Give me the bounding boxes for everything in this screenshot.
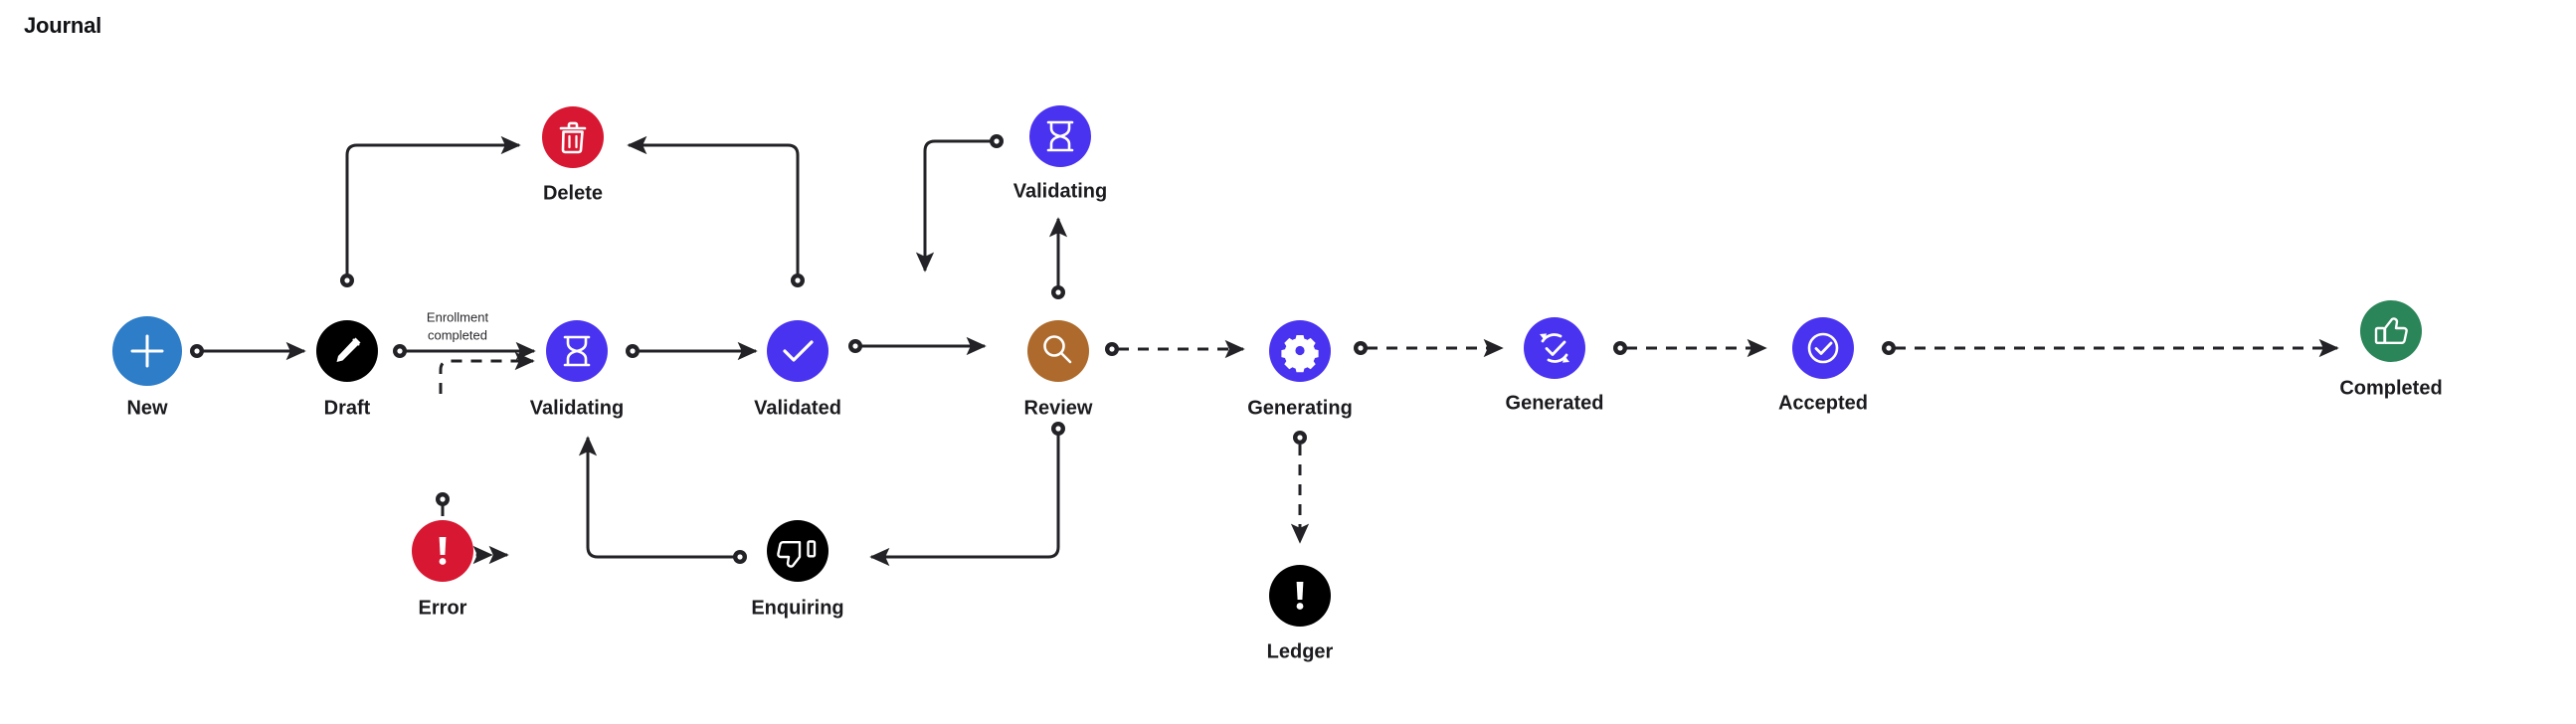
edge-labels-layer: Enrollment completed <box>427 309 489 342</box>
edge-review-enquiring[interactable] <box>869 422 1065 567</box>
edge-validated-review[interactable] <box>848 336 987 356</box>
node-delete[interactable]: Delete <box>542 106 604 204</box>
refresh-check-icon <box>1540 333 1569 363</box>
node-validating-secondary[interactable]: Validating <box>1013 105 1107 202</box>
thumbs-down-icon <box>777 540 817 568</box>
gear-icon <box>1281 335 1319 373</box>
edge-review-validating-top[interactable] <box>1048 217 1068 299</box>
edge-validating-validated[interactable] <box>626 341 758 361</box>
hourglass-icon <box>1046 120 1074 152</box>
node-new[interactable]: New <box>112 316 182 419</box>
edge-review-generating[interactable] <box>1105 339 1245 359</box>
node-label-validated: Validated <box>754 397 841 419</box>
check-circle-icon <box>1807 332 1839 364</box>
node-validating[interactable]: Validating <box>530 320 624 419</box>
node-accepted[interactable]: Accepted <box>1778 317 1868 414</box>
edge-validating-top-down[interactable] <box>915 134 1004 272</box>
node-label-draft: Draft <box>324 397 371 419</box>
thumbs-up-icon <box>2374 317 2408 345</box>
magnifier-icon <box>1043 335 1072 364</box>
plus-icon <box>130 334 164 368</box>
node-label-validating-secondary: Validating <box>1013 180 1107 202</box>
edge-accepted-completed[interactable] <box>1882 338 2339 358</box>
node-label-enquiring: Enquiring <box>751 597 843 619</box>
edge-label-enrollment-line2: completed <box>428 327 487 342</box>
edge-draft-delete[interactable] <box>340 135 521 287</box>
node-label-new: New <box>126 397 168 419</box>
edge-draft-validating-retry[interactable] <box>439 351 535 394</box>
node-label-validating: Validating <box>530 397 624 419</box>
edge-generating-generated[interactable] <box>1354 338 1504 358</box>
node-label-generating: Generating <box>1247 397 1353 419</box>
node-label-accepted: Accepted <box>1778 392 1868 414</box>
pencil-icon <box>336 337 361 362</box>
node-label-completed: Completed <box>2339 377 2442 399</box>
edge-new-draft[interactable] <box>190 341 306 361</box>
edges-layer <box>190 134 2339 567</box>
edge-draft-validating[interactable] <box>393 341 536 361</box>
node-label-delete: Delete <box>543 182 603 204</box>
node-label-review: Review <box>1024 397 1093 419</box>
exclamation-icon <box>439 537 447 565</box>
node-ledger[interactable]: Ledger <box>1267 565 1334 662</box>
edge-generating-ledger[interactable] <box>1290 431 1310 544</box>
check-icon <box>783 340 814 362</box>
node-validated[interactable]: Validated <box>754 320 841 419</box>
exclamation-icon <box>1296 582 1304 610</box>
node-review[interactable]: Review <box>1024 320 1093 419</box>
edge-enquiring-validating[interactable] <box>578 436 747 564</box>
node-error[interactable]: Error <box>412 520 473 619</box>
node-completed[interactable]: Completed <box>2339 300 2443 399</box>
node-draft[interactable]: Draft <box>316 320 378 419</box>
edge-label-enrollment-line1: Enrollment <box>427 309 489 324</box>
node-enquiring[interactable]: Enquiring <box>751 520 844 619</box>
trash-icon <box>559 121 587 154</box>
node-label-generated: Generated <box>1506 392 1604 414</box>
edge-validated-delete[interactable] <box>627 135 805 287</box>
node-generating[interactable]: Generating <box>1247 320 1353 419</box>
edge-generated-accepted[interactable] <box>1613 338 1767 358</box>
node-label-error: Error <box>419 597 467 619</box>
node-generated[interactable]: Generated <box>1506 317 1604 414</box>
hourglass-icon <box>563 335 591 367</box>
page-title: Journal <box>24 13 102 38</box>
node-label-ledger: Ledger <box>1267 640 1334 662</box>
